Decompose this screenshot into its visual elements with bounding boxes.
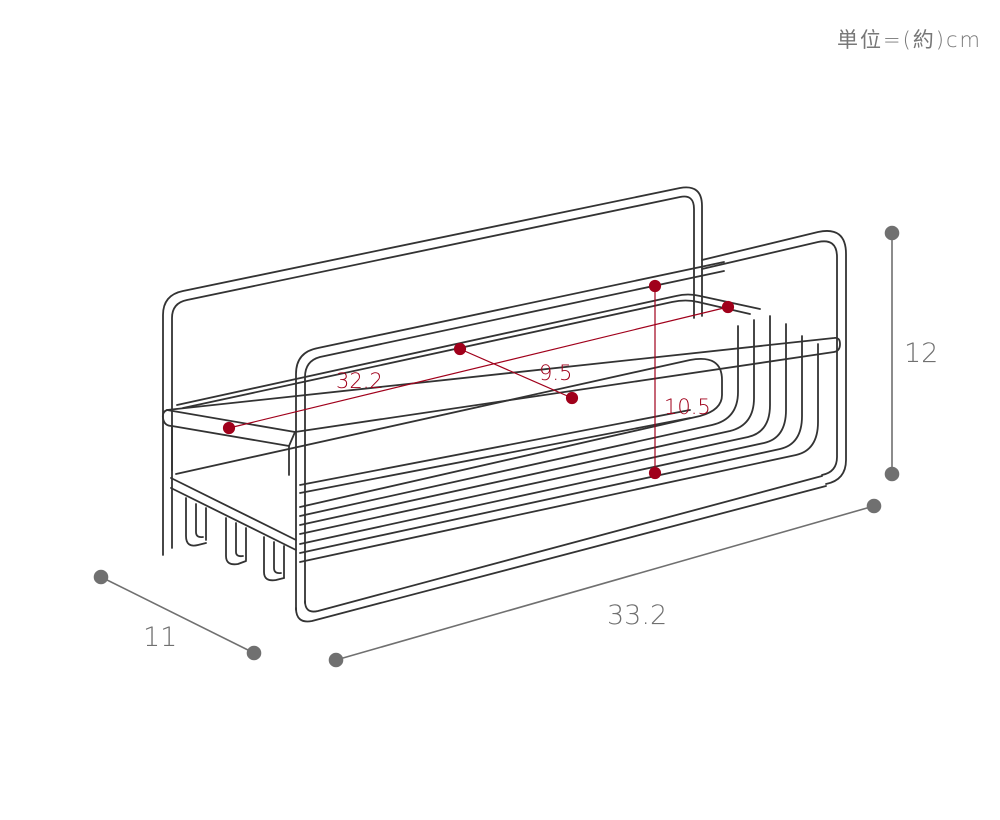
inner-dimension-lines: [222, 279, 735, 480]
width-dimension-line: [335, 505, 875, 661]
inner-depth-label: 9.5: [539, 361, 572, 385]
inner-depth-back-marker: [453, 342, 467, 356]
outer-dimension-lines: [93, 225, 900, 668]
outer-depth-label: 11: [143, 622, 177, 653]
height-bottom-marker: [884, 466, 900, 482]
depth-bottom-marker: [246, 645, 262, 661]
inner-height-label: 10.5: [664, 395, 711, 419]
outer-width-label: 33.2: [607, 600, 667, 631]
inner-width-label: 32.2: [336, 369, 383, 393]
inner-width-line: [228, 306, 729, 429]
inner-height-bottom-marker: [648, 466, 662, 480]
inner-depth-line: [459, 348, 573, 399]
inner-height-top-marker: [648, 279, 662, 293]
height-top-marker: [884, 225, 900, 241]
inner-width-right-marker: [721, 300, 735, 314]
rack-outline: [161, 186, 847, 623]
width-left-marker: [328, 652, 344, 668]
unit-label: 単位=(約)cm: [837, 28, 982, 52]
inner-depth-front-marker: [565, 391, 579, 405]
width-right-marker: [866, 498, 882, 514]
outer-height-label: 12: [904, 338, 938, 369]
depth-dimension-line: [100, 576, 255, 654]
inner-width-left-marker: [222, 421, 236, 435]
depth-top-marker: [93, 569, 109, 585]
